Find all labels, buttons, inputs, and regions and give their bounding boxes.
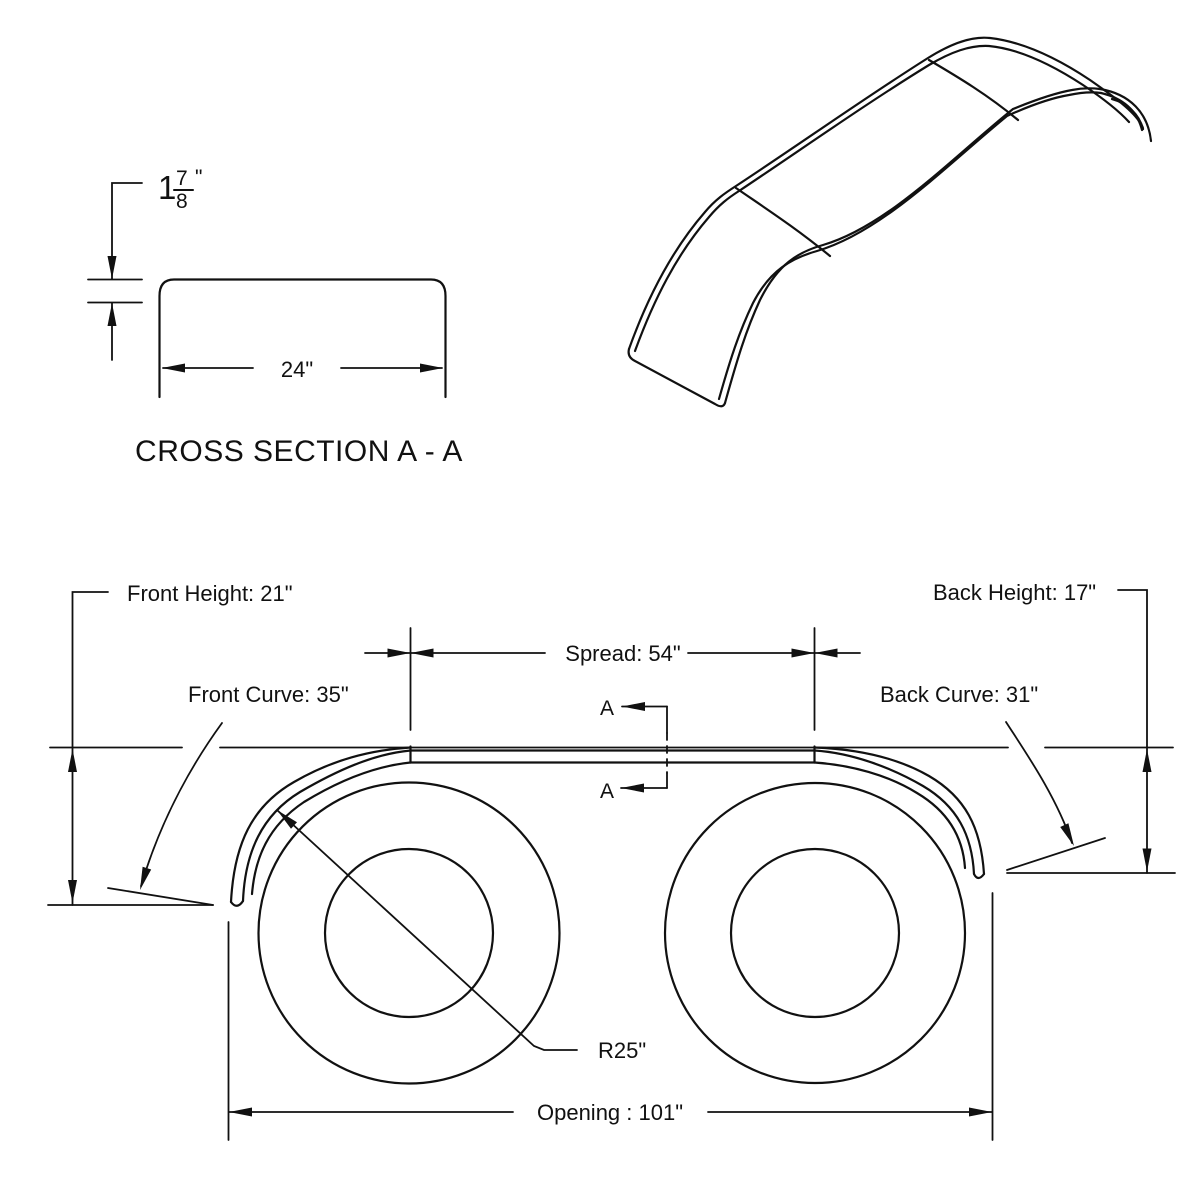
right-wheel-outer-circle	[665, 783, 965, 1083]
arrow-left-icon	[622, 702, 645, 711]
spread-dimension	[365, 628, 860, 730]
iso-back-curl-inner	[1112, 99, 1143, 129]
arrow-left-icon	[229, 1107, 252, 1117]
thickness-dimension	[88, 183, 142, 360]
thickness-whole: 1	[158, 169, 176, 206]
fender-profile	[108, 747, 1105, 906]
thickness-denominator: 8	[176, 190, 188, 213]
front-lip-tangent-line	[108, 888, 213, 905]
back-lip-tangent-line	[1007, 838, 1105, 870]
width-dimension	[162, 363, 443, 373]
side-elevation-view: Front Height: 21" Back Height: 17" Front…	[48, 580, 1175, 1140]
iso-far-edge-hem	[635, 46, 1129, 351]
arrow-up-icon	[1142, 749, 1152, 772]
arrow-down-icon	[1060, 823, 1074, 846]
arrow-down-icon	[107, 256, 117, 279]
arrow-up-icon	[107, 303, 117, 326]
back-curve-middle	[815, 751, 975, 875]
back-curve-label: Back Curve: 31"	[880, 682, 1038, 707]
spread-label: Spread: 54"	[565, 641, 680, 666]
back-height-dimension	[1118, 590, 1152, 873]
section-label-bottom: A	[600, 780, 614, 803]
left-wheel-outer-circle	[259, 783, 560, 1084]
section-cut-marker	[621, 702, 667, 793]
right-wheel-inner-circle	[731, 849, 899, 1017]
front-curve-leader	[140, 723, 222, 890]
arrow-right-icon	[420, 363, 443, 373]
front-curve-inner	[252, 763, 411, 895]
radius-leader	[277, 810, 577, 1050]
radius-label: R25"	[598, 1038, 646, 1063]
arrow-left-icon	[621, 783, 644, 793]
left-wheel-inner-circle	[325, 849, 493, 1017]
arrow-left-icon	[410, 648, 434, 658]
iso-panel-seam-back	[929, 60, 1018, 120]
front-curve-middle	[243, 751, 411, 902]
iso-panel-seam-front	[736, 188, 830, 256]
back-lip-curl	[974, 874, 984, 878]
front-curve-label: Front Curve: 35"	[188, 682, 349, 707]
arrow-left-icon	[814, 648, 838, 658]
arrow-right-icon	[387, 648, 411, 658]
front-curve-outer	[231, 748, 411, 903]
back-curve-leader	[1006, 722, 1074, 846]
thickness-numerator: 7	[176, 167, 188, 190]
thickness-leader-bracket	[112, 183, 142, 279]
iso-near-edge-outer	[725, 88, 1100, 403]
opening-dimension	[229, 893, 993, 1140]
arrow-down-icon	[68, 880, 77, 903]
arrow-up-icon	[68, 749, 77, 772]
isometric-view	[629, 38, 1151, 407]
front-height-label: Front Height: 21"	[127, 581, 293, 606]
opening-label: Opening : 101"	[537, 1100, 683, 1125]
back-height-bracket	[1118, 590, 1147, 873]
wheels	[259, 783, 966, 1084]
arrow-left-icon	[162, 363, 185, 373]
thickness-unit: "	[195, 166, 202, 189]
cross-section-caption: CROSS SECTION A - A	[135, 435, 463, 468]
iso-near-edge-hem	[719, 92, 1101, 399]
arrow-down-icon	[140, 866, 152, 890]
arrow-right-icon	[791, 648, 815, 658]
width-value: 24"	[281, 357, 313, 382]
arrow-right-icon	[969, 1107, 992, 1117]
back-curve-outer	[815, 748, 985, 875]
arrow-up-left-icon	[277, 810, 297, 829]
iso-back-curl-mid	[1101, 93, 1142, 130]
iso-front-end-edge	[629, 349, 725, 406]
back-curve-inner	[815, 763, 966, 869]
iso-far-edge-outer	[629, 38, 1143, 349]
section-profile	[160, 280, 446, 398]
arrow-down-icon	[1142, 848, 1152, 872]
back-height-label: Back Height: 17"	[933, 580, 1096, 605]
section-label-top: A	[600, 697, 614, 720]
cross-section-view: 1 7 8 " 24" CROSS SECTION A - A	[88, 166, 463, 468]
front-height-dimension	[68, 592, 108, 905]
iso-back-curl-outer	[1100, 89, 1151, 141]
front-height-bracket	[73, 592, 109, 905]
front-lip-curl	[231, 901, 243, 906]
